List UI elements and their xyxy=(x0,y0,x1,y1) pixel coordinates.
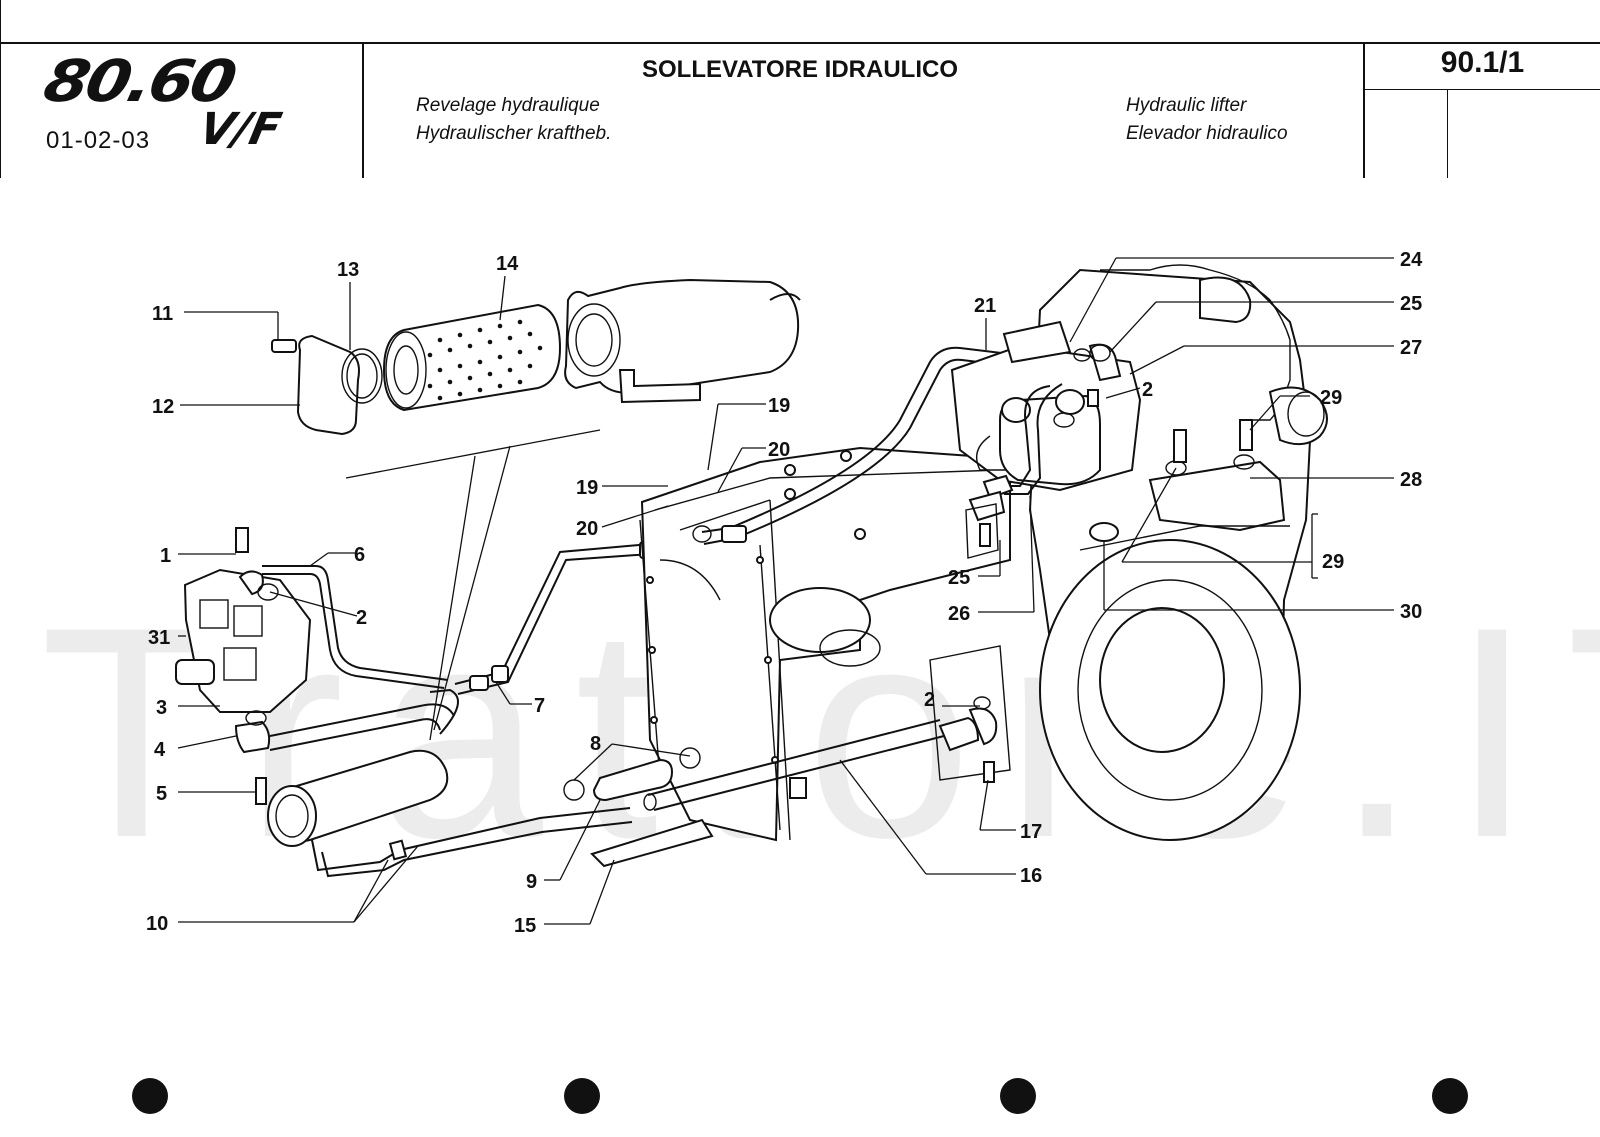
callout-27: 27 xyxy=(1400,337,1422,359)
punch-hole xyxy=(1000,1078,1036,1114)
punch-hole xyxy=(1432,1078,1468,1114)
punch-hole xyxy=(132,1078,168,1114)
callout-9: 9 xyxy=(526,871,537,893)
valve-block-assembly xyxy=(175,527,312,805)
left-edge-line xyxy=(0,0,1,178)
screw-11 xyxy=(271,339,297,353)
callout-19-upper: 19 xyxy=(768,395,790,417)
callout-15: 15 xyxy=(514,915,536,937)
callout-labels: 11 12 13 14 1 6 2 31 3 4 5 10 7 8 9 15 1… xyxy=(146,249,1423,937)
banjo-fitting-4 xyxy=(234,720,271,754)
callout-29-lower: 29 xyxy=(1322,551,1344,573)
central-housing xyxy=(639,446,1011,842)
pipe-10 xyxy=(311,807,631,872)
page-number-column-line xyxy=(1447,89,1448,178)
callout-19-lower: 19 xyxy=(576,477,598,499)
model-codes: 01-02-03 xyxy=(46,127,151,154)
hose-6 xyxy=(262,565,449,681)
page-title: SOLLEVATORE IDRAULICO xyxy=(641,56,958,83)
callout-14: 14 xyxy=(496,253,519,275)
header-divider-left xyxy=(362,42,364,178)
callout-30: 30 xyxy=(1400,601,1422,623)
pipe-21 xyxy=(701,346,1061,533)
callout-25-upper: 25 xyxy=(1400,293,1422,315)
filter-housing xyxy=(564,278,800,394)
pipe-3 xyxy=(269,703,455,737)
page-number: 90.1/1 xyxy=(1440,46,1525,79)
page-number-divider xyxy=(1363,89,1600,90)
callout-26: 26 xyxy=(948,603,970,625)
callout-6: 6 xyxy=(354,544,365,566)
title-spanish: Elevador hidraulico xyxy=(1126,123,1288,144)
callout-8: 8 xyxy=(590,733,601,755)
callout-24: 24 xyxy=(1400,249,1423,271)
callout-12: 12 xyxy=(152,396,174,418)
pipe-15 xyxy=(590,818,714,868)
callout-16: 16 xyxy=(1020,865,1042,887)
punch-hole xyxy=(564,1078,600,1114)
callout-1: 1 xyxy=(160,545,171,567)
callout-10: 10 xyxy=(146,913,168,935)
callout-2-right: 2 xyxy=(924,689,935,711)
callout-7: 7 xyxy=(534,695,545,717)
title-french: Revelage hydraulique xyxy=(416,95,600,116)
callout-4: 4 xyxy=(154,739,166,761)
callout-20-lower: 20 xyxy=(576,518,598,540)
pipe-16 xyxy=(647,719,941,796)
callout-2-upper: 2 xyxy=(1142,379,1153,401)
leader-lines xyxy=(177,257,1394,925)
cover-plate-12 xyxy=(296,334,360,436)
callout-29-upper: 29 xyxy=(1320,387,1342,409)
filter-mesh-dots xyxy=(427,319,543,401)
title-german: Hydraulischer kraftheb. xyxy=(416,123,612,144)
hose-9 xyxy=(592,758,674,802)
header-divider-right xyxy=(1363,42,1365,178)
pipe-7 xyxy=(454,543,651,685)
callout-20-upper: 20 xyxy=(768,439,790,461)
rear-housing xyxy=(1028,264,1328,841)
title-english: Hydraulic lifter xyxy=(1126,95,1247,116)
header-top-border xyxy=(0,42,1600,44)
valve-body-31 xyxy=(183,568,312,713)
callout-28: 28 xyxy=(1400,469,1422,491)
control-valve-assembly xyxy=(950,320,1142,559)
callout-13: 13 xyxy=(337,259,359,281)
filter-assembly xyxy=(271,278,801,436)
callout-2-left: 2 xyxy=(356,607,367,629)
callout-17: 17 xyxy=(1020,821,1042,843)
callout-11: 11 xyxy=(152,303,173,325)
callout-5: 5 xyxy=(156,783,167,805)
callout-21: 21 xyxy=(974,295,996,317)
callout-25-lower: 25 xyxy=(948,567,970,589)
filter-cartridge-14 xyxy=(382,303,562,412)
o-ring-13 xyxy=(341,348,383,404)
callout-31: 31 xyxy=(148,627,170,649)
callout-3: 3 xyxy=(156,697,167,719)
